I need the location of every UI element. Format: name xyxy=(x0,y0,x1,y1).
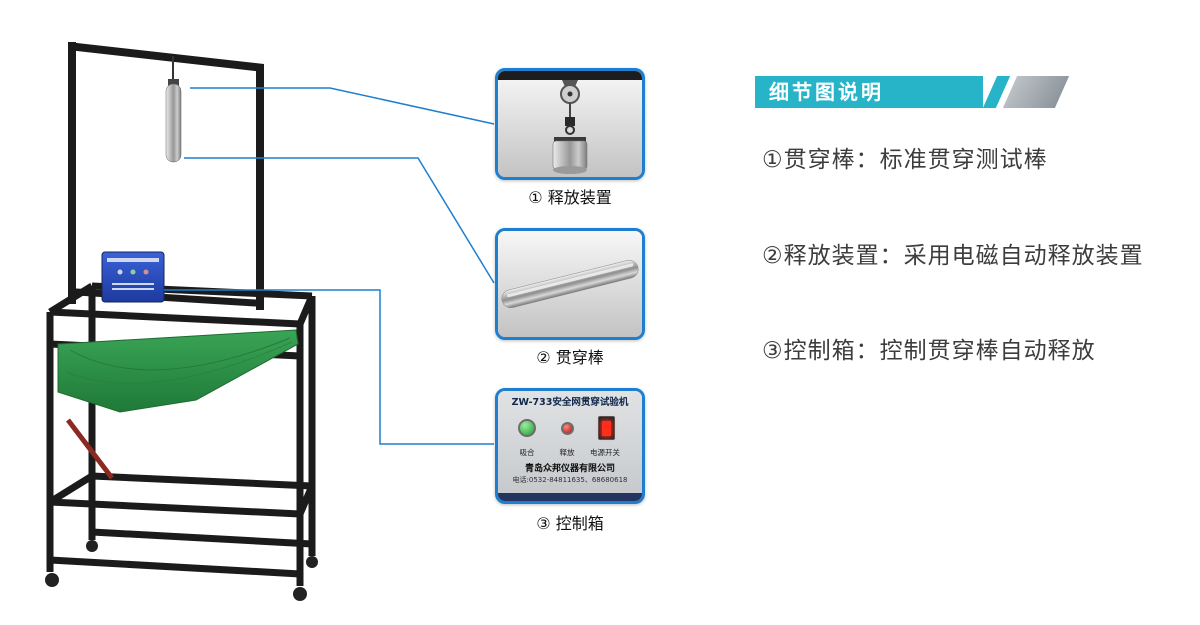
release-button xyxy=(561,422,574,435)
connector-lines xyxy=(164,87,495,445)
release-device-label: ① 释放装置 xyxy=(528,188,612,207)
hanging-rod xyxy=(165,56,182,163)
safety-net xyxy=(57,329,299,413)
description-rod: ①贯穿棒：标准贯穿测试棒 xyxy=(762,147,1048,173)
rod-label: ② 贯穿棒 xyxy=(536,348,604,367)
section-banner: 细节图说明 xyxy=(755,76,1070,108)
section-title: 细节图说明 xyxy=(755,76,983,108)
connector-release-device xyxy=(190,87,495,125)
engage-label: 吸合 xyxy=(519,448,535,457)
gantry-frame xyxy=(68,42,264,310)
power-switch-label: 电源开关 xyxy=(590,448,620,457)
connector-rod xyxy=(184,157,495,284)
casters xyxy=(45,540,318,601)
banner-accent-gray xyxy=(1002,76,1070,108)
detail-card-control-box: ZW-733安全网贯穿试验机 吸合 释放 电源开关 青岛众邦仪器有限公司 电话:… xyxy=(495,388,645,504)
test-machine xyxy=(45,42,318,601)
link-ring-icon xyxy=(565,125,575,135)
power-switch xyxy=(598,416,615,440)
engage-button xyxy=(518,419,536,437)
power-switch-light xyxy=(602,421,611,436)
control-box-label: ③ 控制箱 xyxy=(536,514,604,533)
control-box xyxy=(101,251,165,303)
control-panel: ZW-733安全网贯穿试验机 吸合 释放 电源开关 青岛众邦仪器有限公司 电话:… xyxy=(498,391,642,501)
description-control-box: ③控制箱：控制贯穿棒自动释放 xyxy=(762,338,1096,364)
connector-control-box xyxy=(164,289,494,445)
electromagnet-knob xyxy=(565,117,575,126)
company-phone: 电话:0532-84811635、68680618 xyxy=(512,476,628,484)
rod-closeup xyxy=(498,231,642,337)
company-name: 青岛众邦仪器有限公司 xyxy=(524,464,615,474)
release-device-closeup xyxy=(498,71,642,177)
panel-bottom-bar xyxy=(498,493,642,501)
red-brace xyxy=(66,418,114,480)
release-cylinder xyxy=(552,140,588,170)
control-panel-title: ZW-733安全网贯穿试验机 xyxy=(511,397,629,408)
release-label: 释放 xyxy=(559,448,575,457)
detail-card-rod xyxy=(495,228,645,340)
detail-card-release-device xyxy=(495,68,645,180)
description-release-device: ②释放装置：采用电磁自动释放装置 xyxy=(762,243,1144,269)
